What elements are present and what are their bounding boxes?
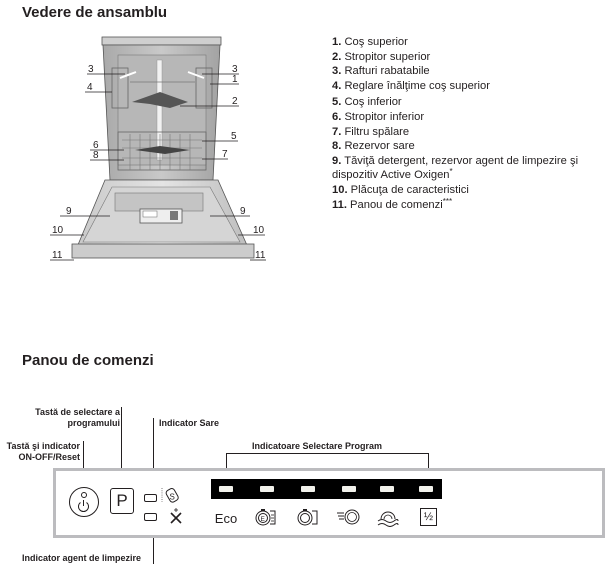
eco-program-label: Eco — [214, 511, 238, 526]
callout-right-1: 1 — [232, 74, 238, 85]
program-led-normal — [301, 486, 315, 492]
section-title-assembly: Vedere de ansamblu — [22, 4, 168, 21]
intensive-program-icon: E — [255, 509, 276, 526]
callout-left-10: 10 — [52, 225, 64, 236]
legend-item: 7. Filtru spălare — [332, 125, 410, 138]
legend-item: 5. Coş inferior — [332, 96, 402, 109]
power-icon — [78, 500, 89, 512]
legend-item: 11. Panou de comenzi*** — [332, 196, 453, 211]
callout-left-8: 8 — [93, 150, 99, 161]
rinse-aid-indicator-led — [144, 513, 157, 521]
svg-text:S: S — [170, 493, 175, 502]
half-load-icon: ½ — [420, 508, 437, 526]
legend-item: 2. Stropitor superior — [332, 50, 431, 63]
program-led-half-load — [419, 486, 433, 492]
callout-left-11: 11 — [52, 250, 63, 261]
label-onoff: Tastă şi indicator ON-OFF/Reset — [6, 441, 80, 462]
callout-right-9: 9 — [240, 206, 246, 217]
salt-indicator-led — [144, 494, 157, 502]
legend-item: 10. Plăcuţa de caracteristici — [332, 183, 469, 196]
salt-icon: S — [161, 488, 179, 503]
callout-right-2: 2 — [232, 96, 238, 107]
program-led-intensive — [260, 486, 274, 492]
program-indicator-bar — [211, 479, 442, 499]
dishwasher-diagram: 3 4 6 8 9 10 11 3 1 2 5 7 9 10 11 — [50, 30, 280, 270]
soak-program-icon — [377, 511, 399, 527]
callout-left-6: 6 — [93, 140, 99, 151]
legend-item: 1. Coş superior — [332, 36, 408, 48]
program-led-rapid — [342, 486, 356, 492]
label-program-select: Tastă de selectare a programului — [35, 407, 120, 428]
callout-left-4: 4 — [87, 82, 93, 93]
label-program-indicators: Indicatoare Selectare Program — [252, 441, 383, 451]
section-title-control-panel: Panou de comenzi — [22, 352, 154, 369]
program-led-eco — [219, 486, 233, 492]
legend-item: 4. Reglare înălţime coş superior — [332, 79, 490, 92]
callout-left-9: 9 — [66, 206, 72, 217]
legend-item: 9. Tăviţă detergent, rezervor agent de l… — [332, 154, 579, 182]
parts-legend: 1. Coş superior 2. Stropitor superior 3.… — [332, 35, 602, 212]
label-rinse-aid: Indicator agent de limpezire — [22, 553, 142, 563]
callout-right-5: 5 — [231, 131, 237, 142]
callout-right-7: 7 — [222, 149, 228, 160]
callout-left-3: 3 — [88, 64, 94, 75]
program-select-button[interactable]: P — [110, 488, 134, 514]
callout-right-11: 11 — [255, 250, 266, 261]
normal-program-icon — [297, 509, 318, 526]
legend-item: 6. Stropitor inferior — [332, 110, 425, 123]
onoff-indicator-led — [81, 492, 87, 498]
rapid-program-icon — [337, 509, 360, 525]
onoff-reset-button[interactable] — [69, 487, 99, 517]
svg-text:E: E — [261, 516, 266, 523]
label-salt: Indicator Sare — [159, 418, 220, 428]
callout-right-10: 10 — [253, 225, 265, 236]
callout-right-3: 3 — [232, 64, 238, 75]
program-led-soak — [380, 486, 394, 492]
legend-item: 8. Rezervor sare — [332, 140, 415, 153]
legend-item: 3. Rafturi rabatabile — [332, 65, 430, 78]
rinse-aid-icon — [170, 508, 182, 524]
